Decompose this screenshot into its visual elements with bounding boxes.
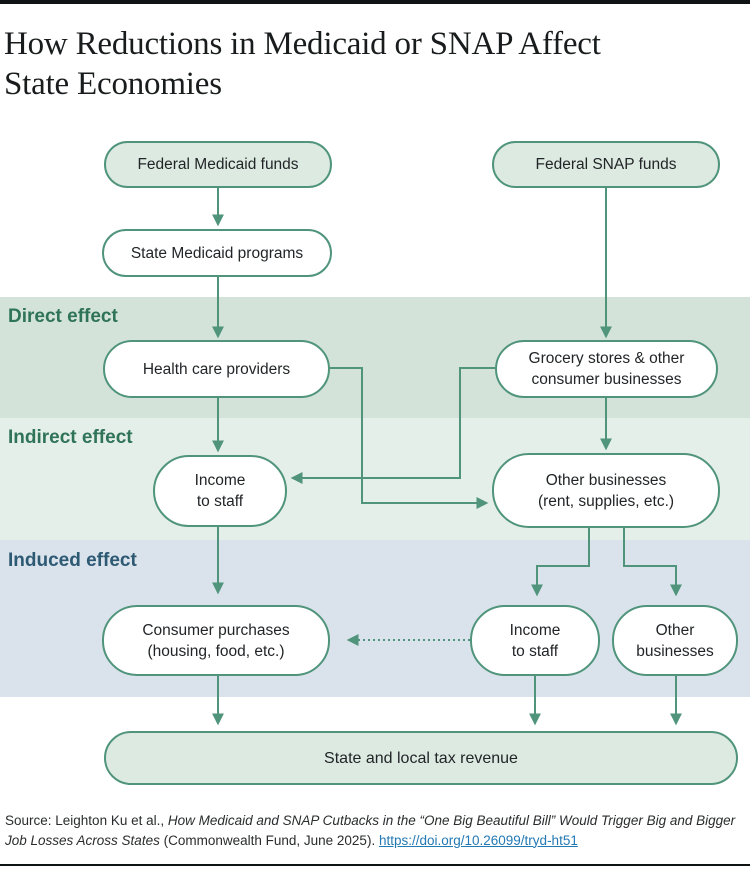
node-income-to-staff-indirect: Income to staff xyxy=(153,455,287,527)
node-income-to-staff-induced: Income to staff xyxy=(470,605,600,676)
source-work-title: How Medicaid and SNAP Cutbacks in the “O… xyxy=(5,813,736,848)
node-label: State Medicaid programs xyxy=(130,244,304,262)
title-line-1: How Reductions in Medicaid or SNAP Affec… xyxy=(4,26,601,62)
node-other-businesses-indirect: Other businesses (rent, supplies, etc.) xyxy=(492,453,720,528)
doi-link[interactable]: https://doi.org/10.26099/tryd-ht51 xyxy=(378,832,578,848)
arrow-otherbiz-to-otherbiz2 xyxy=(623,528,682,597)
node-label-line1: Other businesses xyxy=(545,471,667,489)
node-label-line1: Consumer purchases xyxy=(142,621,290,639)
node-state-medicaid-programs: State Medicaid programs xyxy=(102,229,332,277)
top-rule xyxy=(0,0,750,4)
source-prefix: Source: Leighton Ku et al., xyxy=(5,813,168,828)
node-label: Federal SNAP funds xyxy=(535,156,677,173)
node-label-line2: (rent, supplies, etc.) xyxy=(537,492,675,510)
band-label-induced: Induced effect xyxy=(8,550,137,571)
band-label-indirect: Indirect effect xyxy=(8,427,133,448)
band-label-direct: Direct effect xyxy=(8,306,118,327)
node-label-line1: Income xyxy=(509,621,561,639)
arrow-health-to-otherbiz xyxy=(330,367,489,509)
node-label-line2: consumer businesses xyxy=(531,371,682,388)
source-publisher: (Commonwealth Fund, June 2025). xyxy=(159,832,379,848)
node-label-line2: businesses xyxy=(636,642,714,660)
node-consumer-purchases: Consumer purchases (housing, food, etc.) xyxy=(102,605,330,676)
node-state-local-tax-revenue: State and local tax revenue xyxy=(104,731,738,785)
arrow-grocery-to-incomestaff xyxy=(290,367,495,484)
arrow-otherbiz-to-incomestaff2 xyxy=(531,528,590,597)
node-federal-snap-funds: Federal SNAP funds xyxy=(492,141,720,188)
node-label-line1: Income xyxy=(194,472,246,489)
title-line-2: State Economies xyxy=(4,66,222,102)
node-other-businesses-induced: Other businesses xyxy=(612,605,738,676)
node-label-line2: to staff xyxy=(511,642,559,660)
node-health-care-providers: Health care providers xyxy=(103,340,330,398)
node-label-line1: Grocery stores & other xyxy=(528,350,685,367)
node-label-line2: to staff xyxy=(196,493,244,510)
node-grocery-stores: Grocery stores & other consumer business… xyxy=(495,340,718,398)
figure-title: How Reductions in Medicaid or SNAP Affec… xyxy=(4,24,704,104)
node-federal-medicaid-funds: Federal Medicaid funds xyxy=(104,141,332,188)
node-label: Federal Medicaid funds xyxy=(137,156,299,173)
bottom-rule xyxy=(0,864,750,866)
node-label-line1: Other xyxy=(655,621,695,639)
node-label: State and local tax revenue xyxy=(324,749,518,767)
node-label: Health care providers xyxy=(142,360,291,378)
node-label-line2: (housing, food, etc.) xyxy=(147,642,285,660)
source-citation: Source: Leighton Ku et al., How Medicaid… xyxy=(5,811,747,850)
